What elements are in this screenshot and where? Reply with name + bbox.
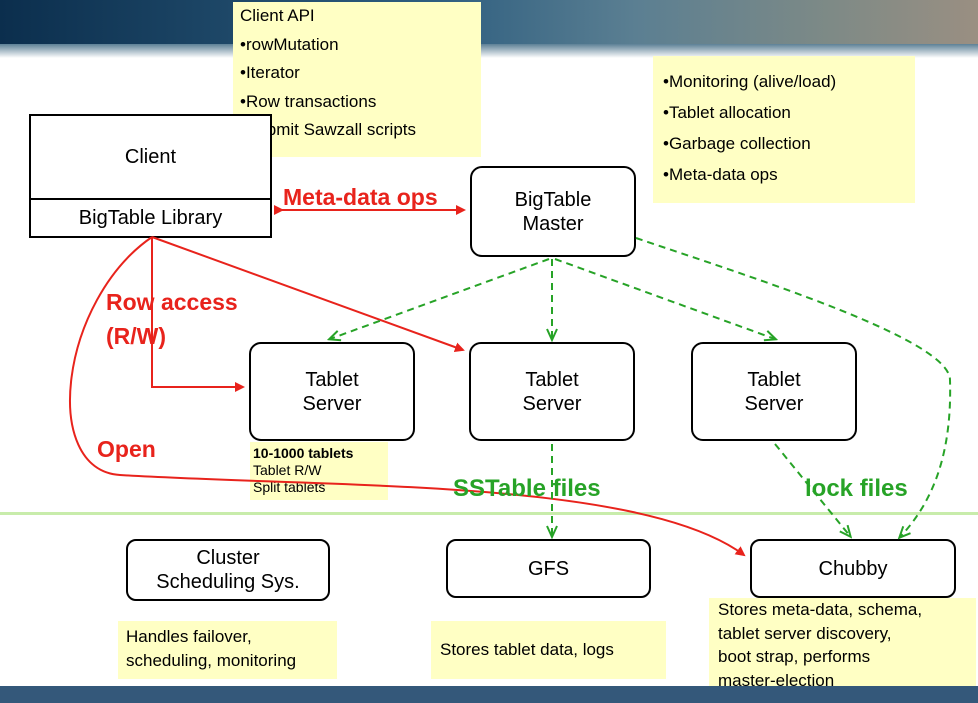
client-api-title: Client API bbox=[240, 6, 315, 25]
cluster-scheduling-box: Cluster Scheduling Sys. bbox=[126, 539, 330, 601]
tablet-server-1: Tablet Server bbox=[249, 342, 415, 441]
chubby-note-line: boot strap, performs bbox=[718, 647, 871, 666]
row-access-rw-label: (R/W) bbox=[106, 323, 167, 349]
tablet-info-note: 10-1000 tablets Tablet R/W Split tablets bbox=[250, 442, 388, 500]
master-to-ts1 bbox=[330, 258, 550, 339]
ts3-to-chubby bbox=[774, 443, 850, 536]
tablet-server-line1: Tablet bbox=[305, 368, 359, 391]
cluster-line1: Cluster bbox=[196, 547, 260, 569]
tablet-server-line2: Server bbox=[302, 392, 362, 415]
gfs-note: Stores tablet data, logs bbox=[431, 621, 666, 679]
client-label: Client bbox=[124, 145, 177, 168]
tablet-server-line1: Tablet bbox=[747, 368, 801, 391]
master-to-chubby bbox=[635, 237, 952, 537]
gfs-box: GFS bbox=[446, 539, 651, 598]
open-label: Open bbox=[97, 436, 156, 462]
master-line2: Master bbox=[522, 212, 584, 235]
gfs-note-line: Stores tablet data, logs bbox=[440, 639, 614, 659]
chubby-note-line: tablet server discovery, bbox=[718, 623, 892, 643]
client-api-item: •rowMutation bbox=[240, 34, 339, 54]
tablet-server-line2: Server bbox=[744, 392, 804, 415]
master-duty-item: •Meta-data ops bbox=[663, 165, 778, 184]
row-access-connector-1 bbox=[151, 237, 245, 392]
client-api-item: •Iterator bbox=[240, 63, 300, 82]
master-to-ts3 bbox=[554, 258, 775, 339]
tablet-server-3: Tablet Server bbox=[691, 342, 857, 441]
master-duties-note: •Monitoring (alive/load) •Tablet allocat… bbox=[653, 56, 915, 203]
master-duty-item: •Garbage collection bbox=[663, 134, 811, 153]
tablet-info-rw: Tablet R/W bbox=[253, 462, 322, 478]
chubby-label: Chubby bbox=[818, 557, 888, 580]
chubby-note-line: master-election bbox=[718, 670, 835, 690]
cluster-note-line: scheduling, monitoring bbox=[126, 651, 297, 670]
open-connector bbox=[69, 236, 746, 557]
row-access-connector-2 bbox=[151, 236, 465, 352]
meta-ops-label: Meta-data ops bbox=[283, 184, 438, 210]
client-api-item: •Row transactions bbox=[240, 91, 377, 111]
chubby-note-line: Stores meta-data, schema, bbox=[718, 600, 923, 619]
client-api-item: •Submit Sawzall scripts bbox=[240, 120, 417, 139]
master-duty-item: •Monitoring (alive/load) bbox=[663, 72, 837, 91]
header-banner bbox=[0, 0, 978, 44]
row-access-label: Row access bbox=[106, 289, 238, 315]
client-box: Client BigTable Library bbox=[29, 114, 272, 238]
tablet-server-line1: Tablet bbox=[525, 368, 579, 391]
cluster-note: Handles failover, scheduling, monitoring bbox=[118, 621, 337, 679]
cluster-note-line: Handles failover, bbox=[126, 627, 252, 646]
bigtable-library-label: BigTable Library bbox=[78, 206, 223, 229]
tablet-info-count: 10-1000 tablets bbox=[253, 445, 354, 461]
chubby-box: Chubby bbox=[750, 539, 956, 598]
client-api-note: Client API •rowMutation •Iterator •Row t… bbox=[233, 2, 481, 157]
client-divider bbox=[31, 198, 270, 200]
layer-separator bbox=[0, 512, 978, 515]
cluster-line2: Scheduling Sys. bbox=[156, 571, 300, 593]
lock-files-label: lock files bbox=[805, 475, 908, 502]
tablet-server-line2: Server bbox=[522, 392, 582, 415]
tablet-server-2: Tablet Server bbox=[469, 342, 635, 441]
sstable-label: SSTable files bbox=[453, 475, 601, 502]
master-line1: BigTable bbox=[514, 188, 592, 211]
chubby-note: Stores meta-data, schema, tablet server … bbox=[709, 598, 976, 693]
gfs-label: GFS bbox=[527, 557, 570, 580]
bigtable-master-box: BigTable Master bbox=[470, 166, 636, 257]
master-duty-item: •Tablet allocation bbox=[663, 103, 791, 122]
footer-bar bbox=[0, 686, 978, 703]
